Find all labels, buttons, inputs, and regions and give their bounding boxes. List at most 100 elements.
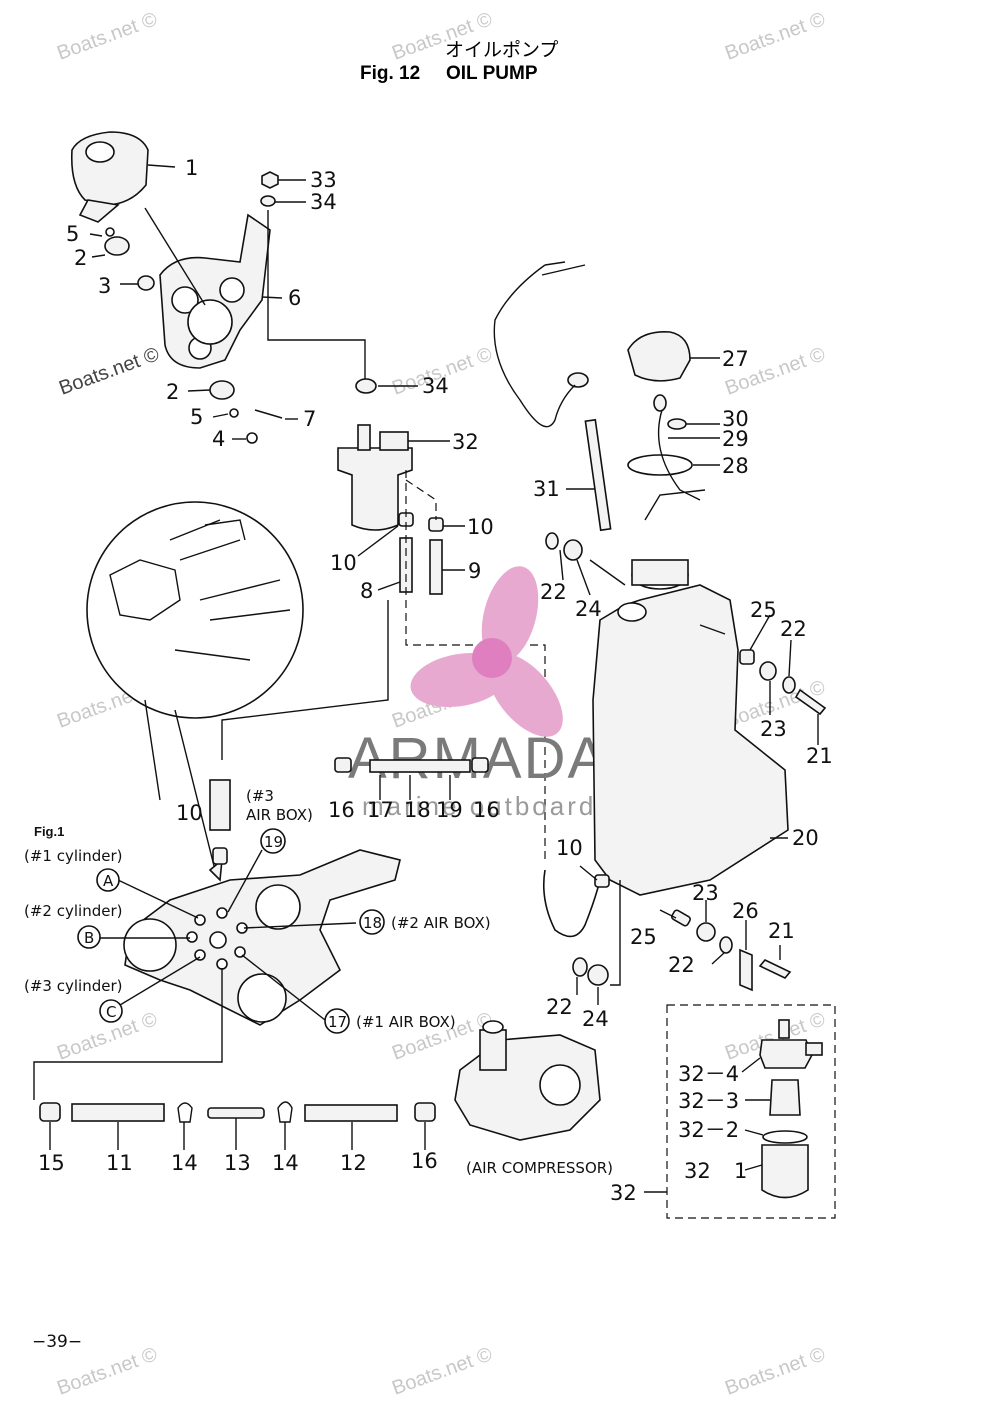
hook xyxy=(653,394,667,412)
label-cylinder-2: (#2 cylinder) xyxy=(24,902,122,920)
callout-7: 7 xyxy=(303,407,316,431)
grommet xyxy=(209,380,235,400)
callout-21: 21 xyxy=(768,919,795,943)
tank-cap xyxy=(627,331,691,382)
callout-34: 34 xyxy=(310,190,337,214)
nut xyxy=(261,171,279,189)
callout-24: 24 xyxy=(575,597,602,621)
callout-2: 2 xyxy=(166,380,179,404)
joint-pipe xyxy=(369,759,471,773)
port xyxy=(216,958,228,970)
oil-pump-flange xyxy=(78,199,120,223)
callout-17: 17 xyxy=(367,798,394,822)
sensor-cap xyxy=(567,372,589,388)
cylinder-port xyxy=(237,973,287,1023)
callout-4: 4 xyxy=(212,427,225,451)
callout-10: 10 xyxy=(467,515,494,539)
callout-16: 16 xyxy=(411,1149,438,1173)
callout-33: 33 xyxy=(310,168,337,192)
callout-2: 2 xyxy=(74,246,87,270)
callout-20: 20 xyxy=(792,826,819,850)
callout-5: 5 xyxy=(190,405,203,429)
nut xyxy=(563,539,583,561)
fitting xyxy=(471,757,489,773)
compressor-cap xyxy=(482,1020,504,1034)
callout-11: 11 xyxy=(106,1151,133,1175)
level-gauge-wire xyxy=(644,489,706,521)
compressor-pulley xyxy=(479,1029,507,1071)
marker-b xyxy=(77,925,101,949)
filter-head xyxy=(759,1039,813,1069)
hose xyxy=(429,539,443,595)
marker-19-label: 19 xyxy=(264,833,283,851)
marker-18-label: 18 xyxy=(363,914,382,932)
filter-outlet xyxy=(805,1042,823,1056)
cylinder-port xyxy=(255,884,301,930)
marker-c-label: C xyxy=(106,1003,116,1021)
gasket xyxy=(627,454,693,476)
filter-element xyxy=(769,1079,801,1116)
callout-32: 32 xyxy=(684,1159,711,1183)
propeller-blade xyxy=(487,653,563,737)
callout-24: 24 xyxy=(582,1007,609,1031)
washer xyxy=(260,195,276,207)
callout-25: 25 xyxy=(750,598,777,622)
air-compressor xyxy=(454,1020,601,1141)
inset-leaders xyxy=(33,849,357,1100)
drain-hose xyxy=(542,869,601,938)
sensor-cable xyxy=(493,264,576,428)
callout-22: 22 xyxy=(546,995,573,1019)
tank-filler-ring xyxy=(631,559,689,586)
port xyxy=(194,914,206,926)
callout-27: 27 xyxy=(722,347,749,371)
callout-13: 13 xyxy=(224,1151,251,1175)
arrow-head xyxy=(208,858,223,882)
fitting xyxy=(739,649,755,665)
label-airbox-3-line1: (#3 xyxy=(246,787,274,805)
callout-10: 10 xyxy=(330,551,357,575)
marker-b-label: B xyxy=(84,929,94,947)
bracket-hole xyxy=(171,286,199,314)
hose xyxy=(304,1104,398,1122)
oil-pump-body xyxy=(70,131,149,206)
callout-12: 12 xyxy=(340,1151,367,1175)
bottom-hose-parts xyxy=(39,1101,436,1150)
marker-17 xyxy=(324,1008,350,1034)
callout-34: 34 xyxy=(422,374,449,398)
callout-22: 22 xyxy=(540,580,567,604)
watermark: Boats.net © xyxy=(389,1343,495,1400)
port xyxy=(186,931,198,943)
callout-28: 28 xyxy=(722,454,749,478)
watermark: Boats.net © xyxy=(54,8,160,65)
callout-23: 23 xyxy=(760,717,787,741)
brand-subtitle: marine outboards xyxy=(362,791,612,821)
callout-21: 21 xyxy=(806,744,833,768)
hose xyxy=(71,1103,165,1122)
label-cylinder-1: (#1 cylinder) xyxy=(24,847,122,865)
oil-pump-assembly xyxy=(70,131,283,444)
callout-15: 15 xyxy=(38,1151,65,1175)
callout-32-2: 32－2 xyxy=(678,1118,739,1142)
label-airbox-3-line2: AIR BOX) xyxy=(246,806,313,824)
watermark: Boats.net © xyxy=(722,1343,828,1400)
callout-22: 22 xyxy=(780,617,807,641)
hose xyxy=(209,779,231,831)
inset-figure-label: Fig.1 xyxy=(34,824,64,839)
tank-strap xyxy=(657,409,701,501)
port xyxy=(216,907,228,919)
page-number: −39− xyxy=(32,1332,82,1352)
detail-circle xyxy=(86,501,304,719)
manifold-plate-body xyxy=(124,849,401,1026)
label-airbox-1: (#1 AIR BOX) xyxy=(356,1013,456,1031)
propeller-hub xyxy=(472,638,512,678)
washer xyxy=(719,936,733,954)
washer xyxy=(782,676,796,694)
fitting xyxy=(414,1102,436,1122)
callout-10: 10 xyxy=(556,836,583,860)
bracket xyxy=(739,948,753,992)
marker-c xyxy=(99,999,123,1023)
tank-port xyxy=(617,602,647,622)
leader-lines-top-left xyxy=(89,164,366,440)
oil-tank xyxy=(592,584,789,896)
manifold-plate xyxy=(123,849,401,1026)
